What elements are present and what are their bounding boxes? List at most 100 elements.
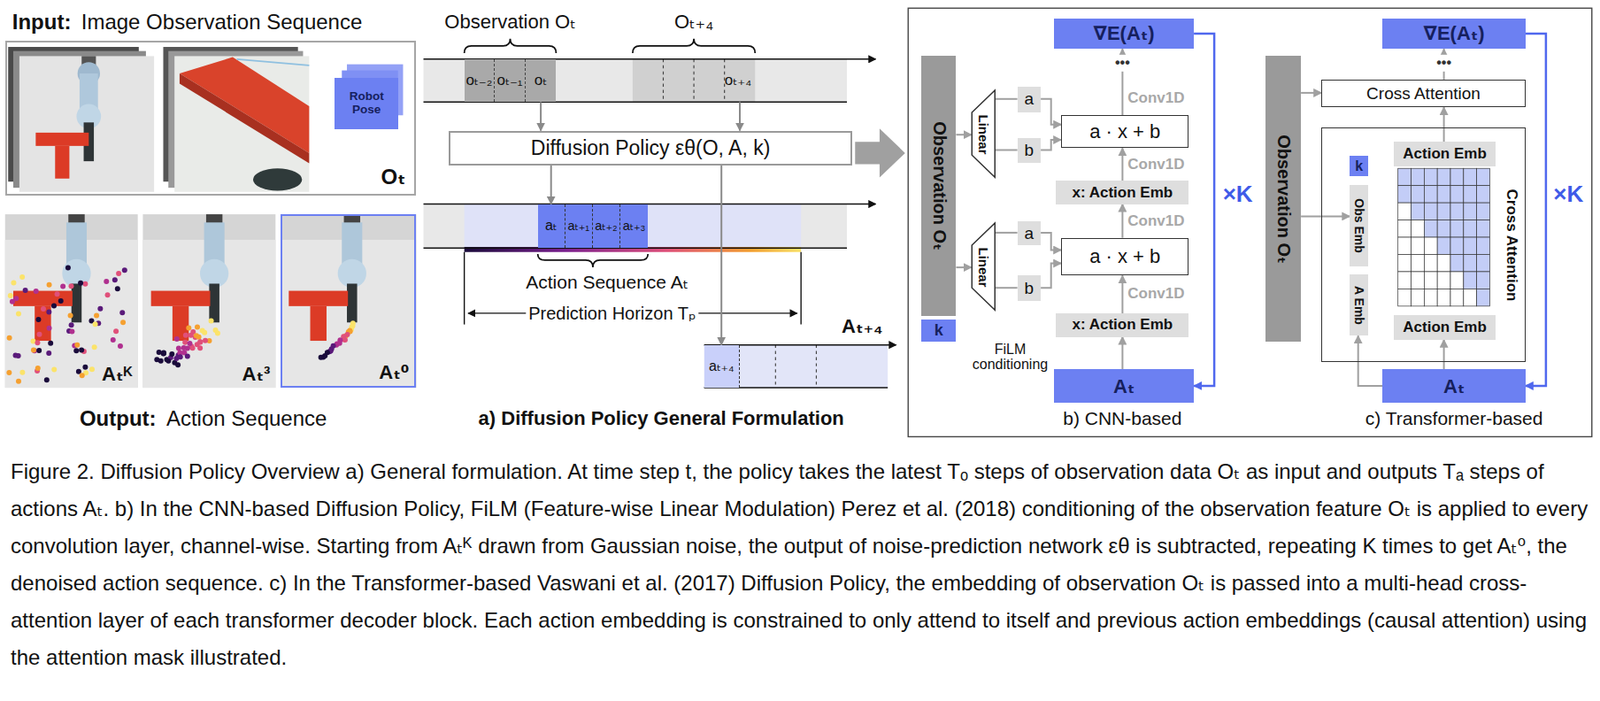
trajectory-dot [92, 344, 98, 350]
node-text: a · x + b [1089, 120, 1161, 143]
mask-cell [1411, 220, 1425, 238]
node-text: Aₜ [1113, 375, 1135, 398]
trajectory-dot [46, 282, 53, 288]
trajectory-dot [40, 306, 47, 312]
node-text: Aₜ [1443, 375, 1465, 398]
action-timeline [800, 252, 801, 325]
trajectory-dot [176, 346, 182, 352]
trajectory-dot [7, 335, 13, 341]
label: Action Sequence Aₜ [525, 271, 689, 293]
trajectory-dot [158, 358, 164, 364]
mask-cell [1450, 202, 1464, 220]
output-photo [142, 239, 276, 388]
trajectory-dot [74, 342, 80, 348]
connector [1300, 215, 1350, 217]
trajectory-dot [58, 298, 64, 304]
trajectory-dot [78, 347, 85, 354]
connector [994, 231, 1017, 234]
node-text: oₜ [534, 71, 547, 90]
connector [1040, 139, 1062, 151]
mask-cell [1476, 202, 1491, 220]
trajectory-dot [92, 321, 99, 327]
action-timeline [423, 204, 848, 249]
trajectory-dot [161, 350, 167, 356]
node-text: Aₜ³ [242, 362, 271, 385]
mask-cell [1463, 185, 1477, 203]
trajectory-dot [69, 322, 75, 328]
mask-cell [1437, 202, 1451, 220]
trajectory-dot [197, 338, 203, 345]
observation-timeline [464, 38, 557, 54]
observation-timeline [632, 38, 755, 54]
mask-cell [1398, 271, 1412, 289]
trajectory-dot [183, 332, 189, 339]
edge-label: Conv1D [1125, 285, 1186, 303]
trajectory-dot [44, 376, 50, 383]
action-embedding: A Emb [1349, 274, 1369, 336]
node-text: aₜ [545, 217, 558, 234]
trajectory-dot [215, 330, 221, 337]
trajectory-dot [112, 276, 118, 283]
observation-timeline [423, 38, 877, 102]
node-text: Observation Oₜ [928, 122, 949, 252]
trajectory-dot [89, 366, 95, 372]
connector [1193, 33, 1215, 386]
mask-cell [1463, 253, 1477, 271]
trajectory-dot [19, 274, 25, 280]
mask-cell [1450, 271, 1464, 289]
observation-bar: Observation Oₜ [921, 55, 956, 316]
step-box: k [921, 319, 956, 342]
mask-cell [1437, 220, 1451, 238]
action-step: aₜ₊₂ [592, 204, 621, 249]
output-photo [34, 306, 51, 341]
trajectory-dot [185, 325, 192, 331]
future-observation: oₜ₊₄ [632, 59, 755, 102]
trajectory-dot [54, 291, 61, 297]
mask-cell [1450, 253, 1464, 271]
observation-step: oₜ [525, 59, 557, 102]
trajectory-dot [115, 270, 122, 277]
film-param: b [1017, 275, 1042, 301]
node-text: Diffusion Policy εθ(O, A, k) [530, 136, 771, 160]
node-text: Cross Attention [1502, 188, 1521, 301]
trajectory-dot [65, 264, 71, 270]
node-text: oₜ₋₂ [465, 71, 493, 90]
mask-cell [1411, 185, 1425, 203]
connector [1300, 92, 1322, 94]
connector [994, 286, 1017, 289]
label: Oₜ₊₄ [674, 11, 714, 34]
trajectory-dot [69, 329, 75, 335]
mask-cell [1463, 220, 1477, 238]
input-photo [162, 46, 309, 193]
output-photo [5, 239, 139, 388]
connector [1525, 33, 1547, 386]
mask-cell [1398, 288, 1412, 306]
trajectory-dot [82, 281, 88, 287]
output-image: Aₜ³ [142, 214, 276, 388]
decoder-block: Cross AttentionAction EmbkObs EmbA EmbAc… [1321, 127, 1526, 362]
output-photo [61, 259, 91, 288]
trajectory-dot [113, 328, 119, 334]
trajectory-dot [34, 339, 40, 346]
mask-cell [1476, 185, 1491, 203]
next-action-timeline [815, 345, 817, 388]
mask-cell [1476, 253, 1491, 271]
output-photo [5, 214, 139, 388]
action-box: Aₜ [1382, 369, 1525, 403]
mask-cell [1423, 271, 1438, 289]
action-embedding: Action Emb [1393, 315, 1496, 340]
mask-cell [1423, 237, 1438, 254]
trajectory-dot [115, 285, 121, 292]
observation-embedding: Obs Emb [1349, 184, 1369, 267]
mask-cell [1450, 185, 1464, 203]
label: Observation Oₜ [444, 11, 576, 34]
mask-cell [1437, 185, 1451, 203]
figure-caption: Figure 2. Diffusion Policy Overview a) G… [10, 453, 1590, 677]
node-text: Oₜ [380, 164, 406, 190]
network-panel-frame [907, 7, 1593, 437]
input-photo [19, 55, 154, 192]
mask-cell [1411, 253, 1425, 271]
connector [1358, 335, 1384, 386]
trajectory-dot [188, 332, 194, 339]
trajectory-dot [6, 369, 12, 376]
